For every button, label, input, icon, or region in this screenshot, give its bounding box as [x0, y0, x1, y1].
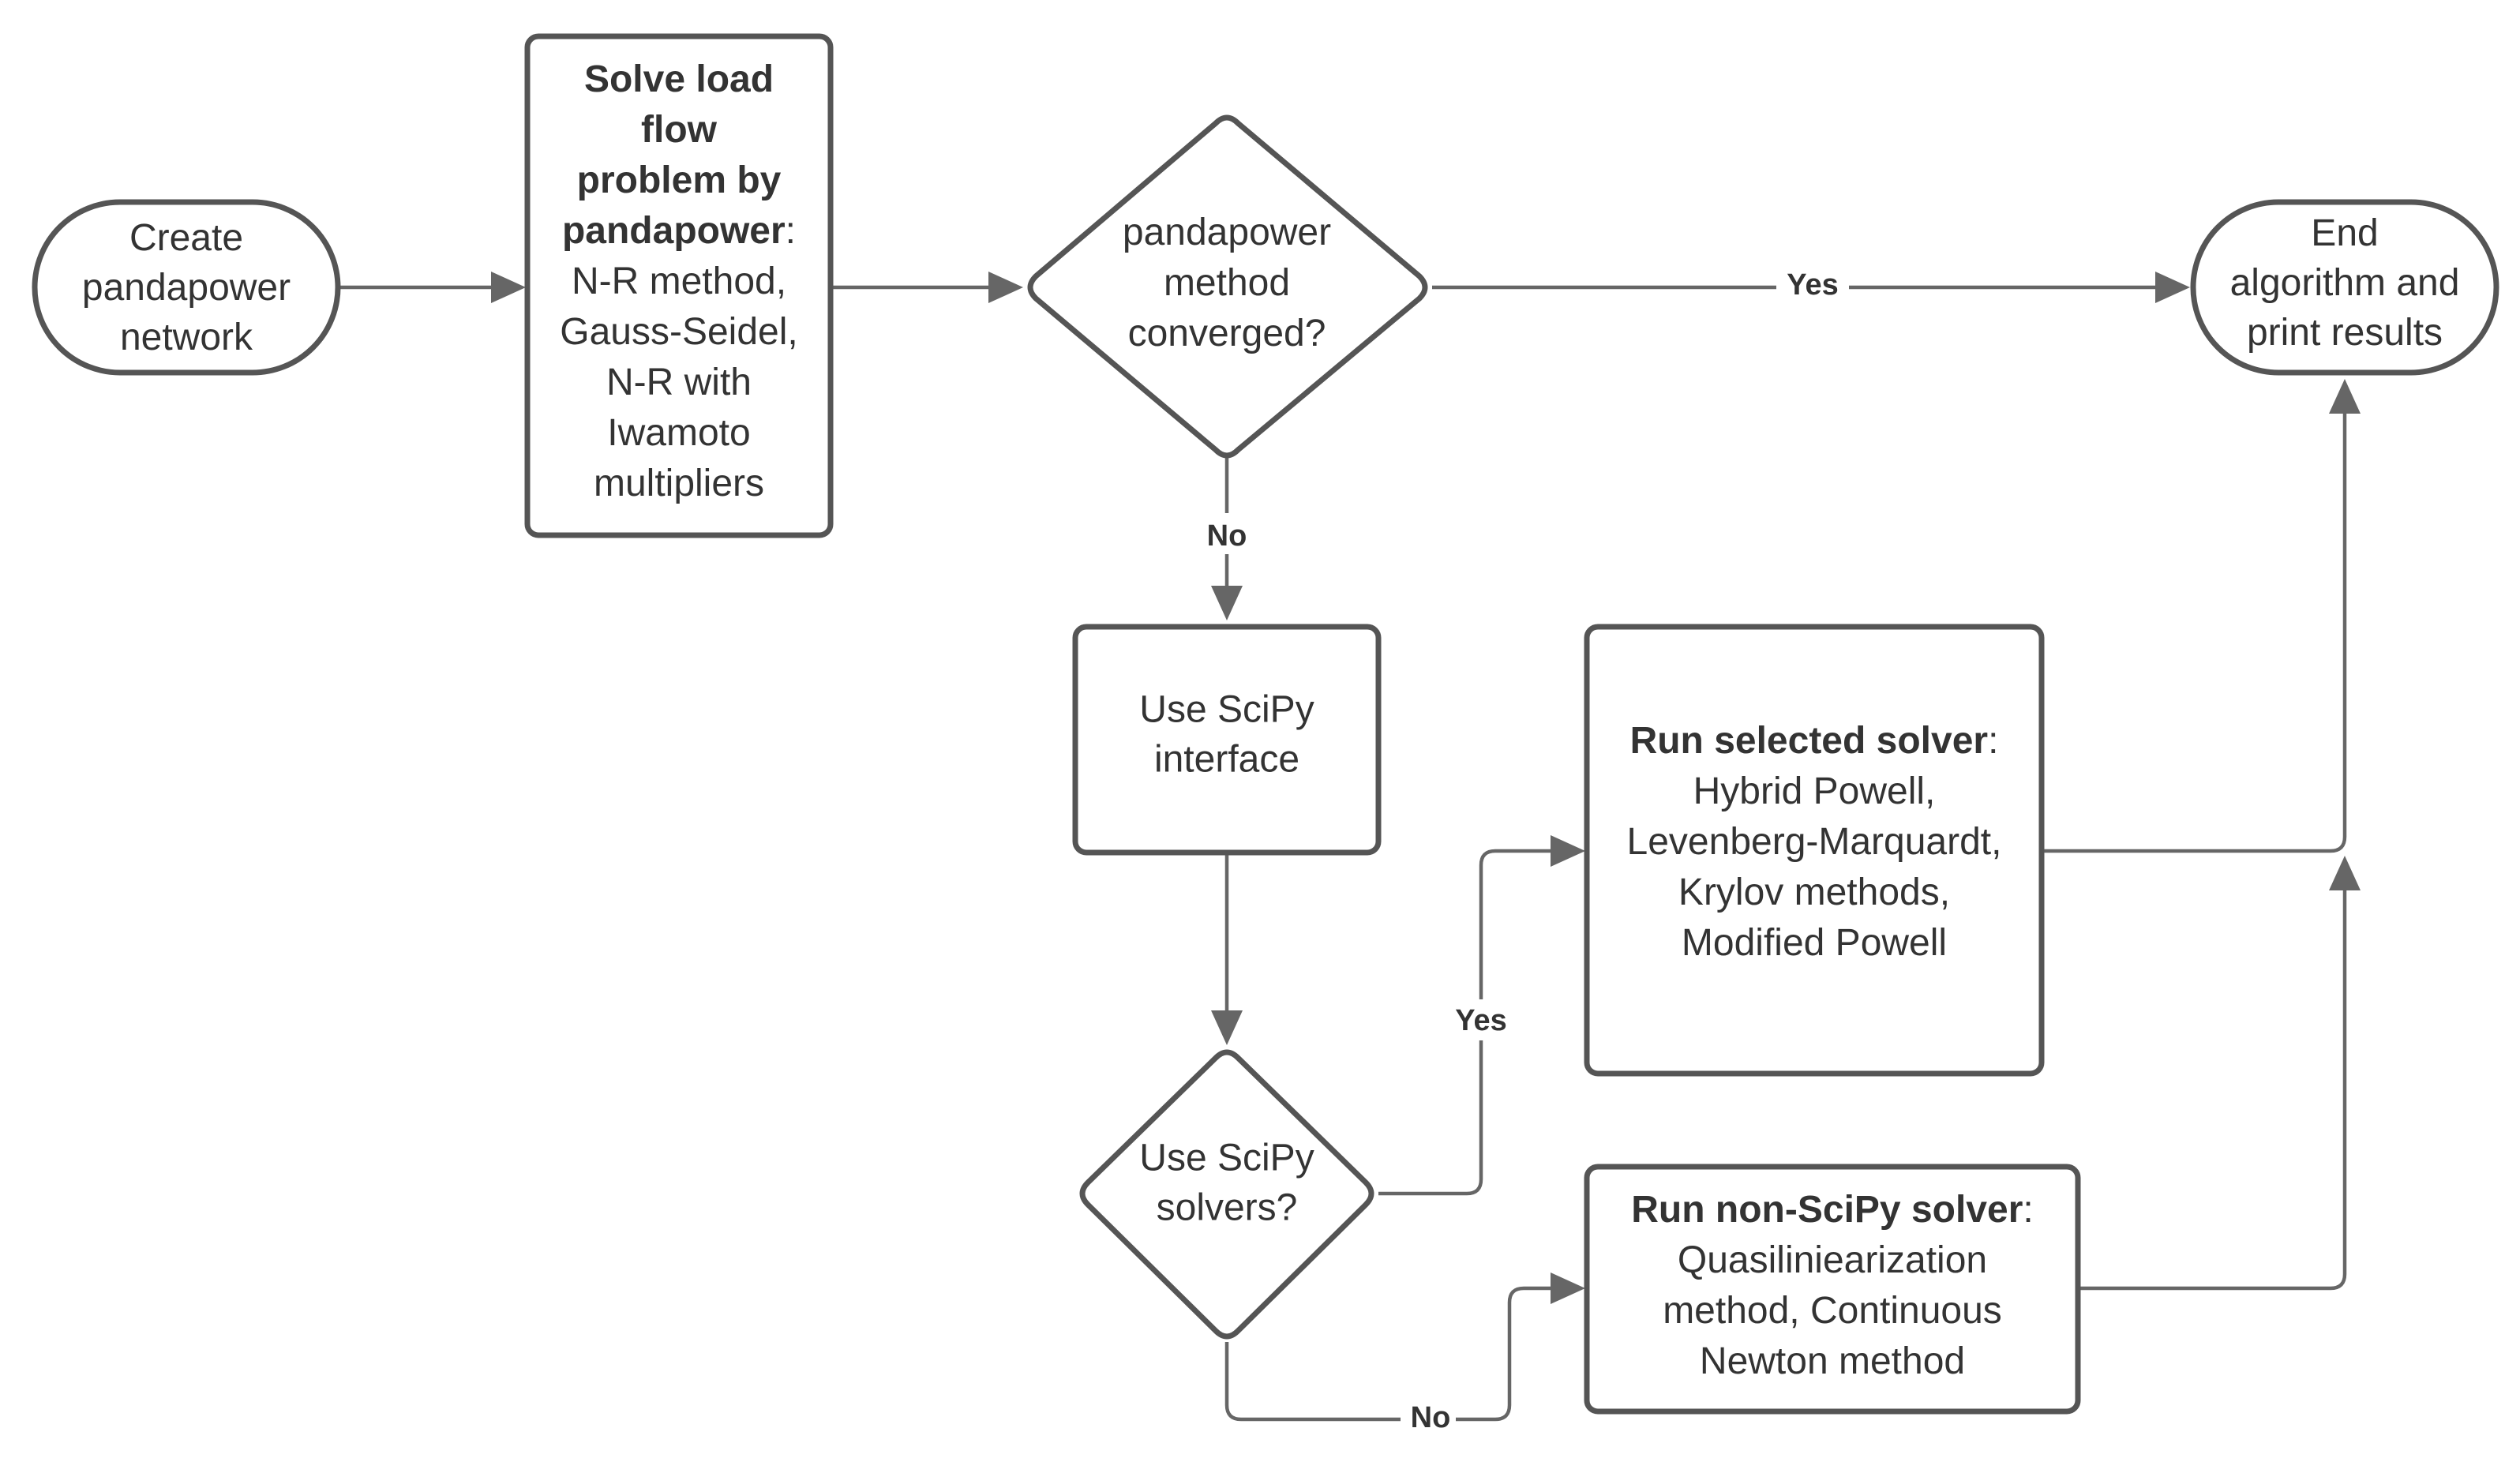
edge-selected-to-end	[2043, 384, 2347, 853]
edge-label-solvers-yes: Yes	[1455, 1004, 1507, 1037]
node-text-line: Hybrid Powell,	[1693, 770, 1936, 812]
arrowhead-converged-no-to-interface	[1211, 586, 1243, 620]
node-text-line: Run non-SciPy solver	[1631, 1189, 2023, 1231]
node-text-line: Newton method	[1700, 1340, 1965, 1382]
node-text-line: Use SciPy	[1139, 689, 1314, 731]
node-run-selected-solver	[1584, 624, 2045, 1077]
node-solve-load-flow	[524, 33, 834, 538]
node-converged-decision-text: pandapower method converged?	[1123, 212, 1331, 354]
node-text-line: method, Continuous	[1663, 1290, 2002, 1332]
node-use-scipy-interface	[1072, 624, 1382, 856]
arrowhead-selected-to-end	[2329, 379, 2361, 414]
node-text-line: algorithm and	[2230, 262, 2460, 304]
node-text-line: Create	[129, 217, 243, 259]
node-text-line: method	[1164, 262, 1290, 304]
edge-label-solvers-no: No	[1411, 1401, 1451, 1434]
node-create-network	[32, 199, 341, 376]
node-text-line: flow	[641, 109, 718, 151]
node-converged-decision	[1027, 114, 1428, 459]
node-text-line: pandapower	[1123, 212, 1331, 253]
arrowhead-interface-to-solvers-decision	[1211, 1010, 1243, 1045]
node-use-scipy-solvers-decision-text: Use SciPy solvers?	[1139, 1138, 1314, 1229]
arrowhead-solvers-yes-to-selected	[1551, 835, 1585, 867]
node-text-line: Use SciPy	[1139, 1138, 1314, 1179]
node-text-line: Modified Powell	[1682, 922, 1947, 964]
edge-label-converged-yes: Yes	[1787, 268, 1839, 302]
node-run-selected-solver-text: Run selected solver: Hybrid Powell, Levenb…	[1627, 720, 2002, 964]
edges: Yes No Yes No	[339, 265, 2361, 1438]
node-text-line: interface	[1154, 739, 1299, 781]
node-text-line: Quasiliniearization	[1678, 1239, 1987, 1281]
arrowhead-solve-to-converged	[988, 272, 1023, 303]
node-text-line: N-R method,	[572, 260, 786, 302]
node-text-line: print results	[2247, 312, 2443, 354]
node-text-line: solvers?	[1157, 1187, 1298, 1229]
node-text-line: network	[120, 317, 253, 358]
node-text-line: :	[2023, 1189, 2033, 1231]
edge-non-scipy-to-end	[2079, 860, 2347, 1291]
nodes: Create pandapower network Solve load flow pr…	[32, 33, 2499, 1415]
node-text-line: Run selected solver	[1630, 720, 1989, 762]
arrowhead-non-scipy-to-end	[2329, 856, 2361, 890]
node-text-line: Levenberg-Marquardt,	[1627, 821, 2002, 863]
node-run-non-scipy-solver	[1584, 1164, 2081, 1415]
node-text-line: problem by	[577, 159, 782, 201]
arrowhead-converged-yes-to-end	[2155, 272, 2190, 303]
node-solve-load-flow-text: Solve load flow problem by pandapower:N-R m…	[560, 58, 797, 504]
edge-solvers-no-to-non-scipy	[1224, 1286, 1581, 1422]
node-text-line: Gauss-Seidel,	[560, 311, 797, 353]
node-text-line: Solve load	[584, 58, 774, 100]
node-run-non-scipy-solver-text: Run non-SciPy solver: Quasiliniearization…	[1631, 1189, 2033, 1382]
edge-label-converged-no: No	[1207, 519, 1247, 553]
arrowhead-solvers-no-to-non-scipy	[1551, 1272, 1585, 1304]
node-text-line: multipliers	[594, 463, 764, 504]
node-text-line: Iwamoto	[607, 412, 750, 454]
node-text-line: pandapower	[82, 267, 291, 309]
node-text-line: N-R with	[606, 362, 752, 403]
node-end-algorithm	[2190, 199, 2499, 376]
node-use-scipy-interface-text: Use SciPy interface	[1139, 689, 1314, 781]
node-end-algorithm-text: End algorithm and print results	[2230, 212, 2460, 354]
node-use-scipy-solvers-decision	[1079, 1049, 1374, 1340]
node-text-line: Krylov methods,	[1678, 871, 1950, 913]
arrowhead-create-to-solve	[491, 272, 526, 303]
node-text-line: :	[786, 210, 796, 252]
node-text-line: pandapower	[562, 210, 786, 252]
node-create-network-text: Create pandapower network	[82, 217, 291, 358]
node-text-line: :	[1988, 720, 1998, 762]
node-text-line: End	[2311, 212, 2378, 254]
node-text-line: converged?	[1128, 313, 1326, 354]
